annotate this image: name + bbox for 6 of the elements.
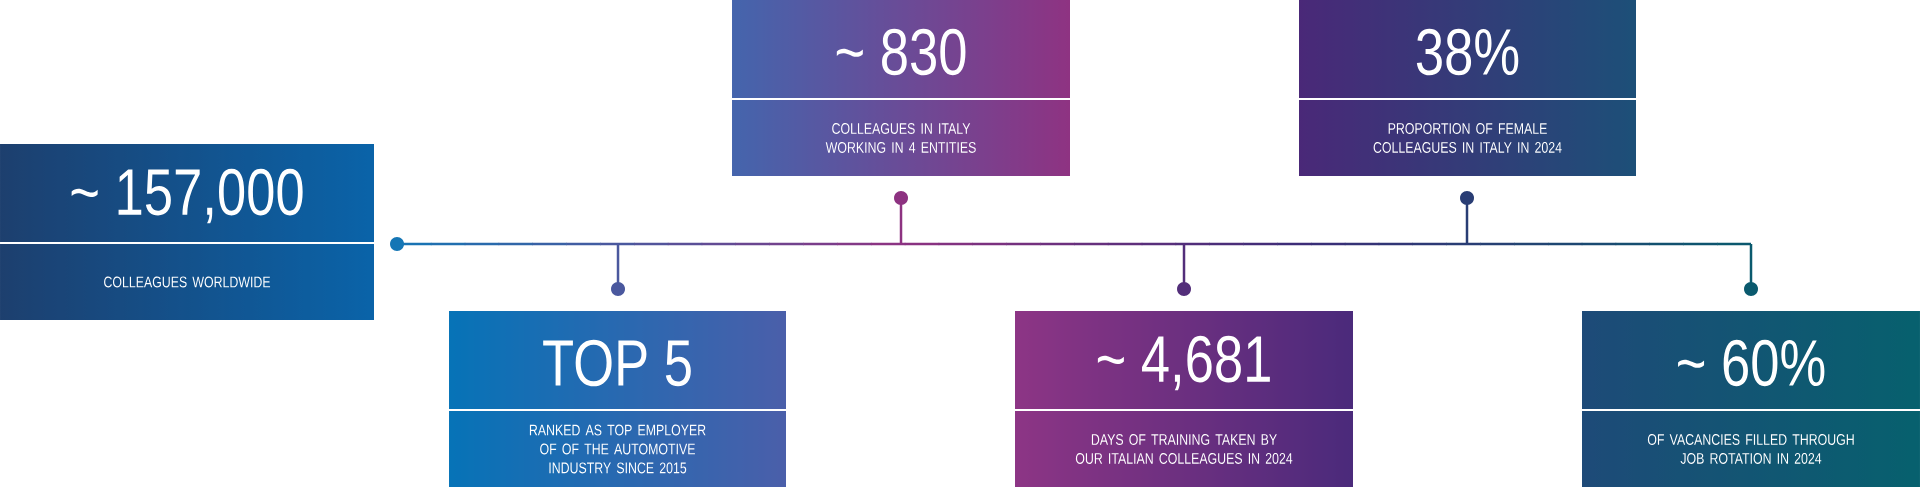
stat-box: ~ 60% OF VACANCIES FILLED THROUGH JOB ROTATION IN 2024 bbox=[1581, 339, 1920, 464]
stat-box: ~ 157,000 COLLEAGUES WORLDWIDE bbox=[0, 168, 375, 288]
stat-box: ~ 830 COLLEAGUES IN ITALY WORKING IN 4 ENTITIES bbox=[731, 28, 1071, 153]
stat-box: TOP 5 RANKED AS TOP EMPLOYER OF OF THE AUTOMOTIVE INDUSTRY SINCE 2015 bbox=[448, 339, 787, 474]
stat-box: 38% PROPORTION OF FEMALE COLLEAGUES IN ITALY IN 2024 bbox=[1298, 28, 1637, 153]
stat-box: ~ 4,681 DAYS OF TRAINING TAKEN BY OUR ITALIAN COLLEAGUES IN 2024 bbox=[1014, 335, 1354, 464]
